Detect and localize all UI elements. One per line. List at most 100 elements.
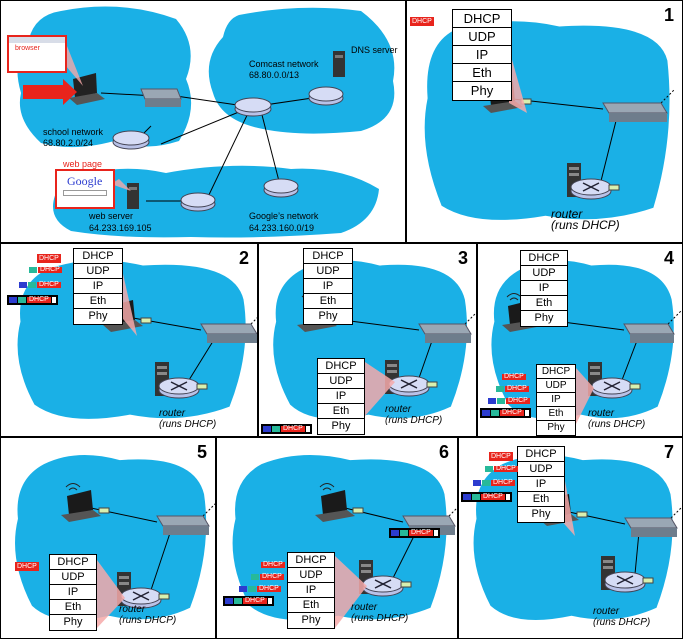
router-icon bbox=[570, 178, 612, 200]
udp-header bbox=[400, 530, 408, 536]
protocol-beam bbox=[119, 256, 137, 336]
stack-layer-udp: UDP bbox=[318, 374, 364, 389]
ip-header bbox=[239, 586, 247, 592]
dhcp-tag: DHCP bbox=[489, 452, 513, 461]
ip-header bbox=[488, 398, 496, 404]
switch-icon bbox=[623, 323, 675, 343]
protocol-beam bbox=[97, 560, 125, 628]
dhcp-payload: DHCP bbox=[481, 493, 505, 500]
switch-icon bbox=[418, 323, 472, 343]
stack-layer-ip: IP bbox=[318, 389, 364, 404]
router-label-desc: (runs DHCP) bbox=[385, 415, 443, 426]
eth-trailer bbox=[524, 410, 529, 416]
stack-layer-ip: IP bbox=[518, 477, 564, 492]
step-number: 7 bbox=[663, 442, 674, 462]
router-label-name: router bbox=[551, 207, 583, 221]
dhcp-payload: DHCP bbox=[494, 465, 518, 472]
dhcp-payload: DHCP bbox=[281, 425, 305, 432]
dhcp-payload: DHCP bbox=[27, 296, 51, 303]
dhcp-packet: DHCP bbox=[237, 584, 283, 594]
dhcp-payload: DHCP bbox=[409, 529, 433, 536]
stack-layer-dhcp: DHCP bbox=[304, 249, 352, 264]
stack-layer-dhcp: DHCP bbox=[537, 365, 575, 379]
port-icon bbox=[642, 577, 654, 584]
router-label: router(runs DHCP) bbox=[159, 408, 216, 430]
udp-header bbox=[28, 282, 36, 288]
dhcp-payload: DHCP bbox=[502, 373, 526, 380]
stack-layer-udp: UDP bbox=[288, 568, 334, 583]
comcast-network-cloud bbox=[208, 7, 395, 134]
stack-layer-dhcp: DHCP bbox=[50, 555, 96, 570]
protocol-beam bbox=[576, 368, 594, 424]
stack-layer-udp: UDP bbox=[50, 570, 96, 585]
router-label-name: router bbox=[159, 408, 186, 419]
stack-layer-phy: Phy bbox=[331, 420, 351, 432]
port-icon bbox=[426, 381, 438, 388]
ip-header bbox=[482, 410, 490, 416]
step-number: 3 bbox=[457, 248, 468, 268]
school-network-label: school network bbox=[43, 127, 104, 137]
wifi-icon bbox=[506, 293, 522, 301]
dns-server-icon bbox=[333, 51, 345, 77]
step-number: 2 bbox=[238, 248, 249, 268]
udp-header bbox=[248, 586, 256, 592]
switch-icon bbox=[624, 517, 678, 537]
ip-header bbox=[225, 598, 233, 604]
stack-layer-eth: Eth bbox=[453, 64, 511, 82]
stack-layer-dhcp: DHCP bbox=[521, 251, 567, 266]
eth-trailer bbox=[505, 494, 510, 500]
stack-layer-udp: UDP bbox=[304, 264, 352, 279]
stack-layer-ip: IP bbox=[74, 279, 122, 294]
stack-layer-dhcp: DHCP bbox=[288, 553, 334, 568]
comcast-subnet-label: 68.80.0.0/13 bbox=[249, 70, 300, 80]
eth-trailer bbox=[433, 530, 438, 536]
eth-trailer bbox=[267, 598, 272, 604]
stack-layer-dhcp: DHCP bbox=[518, 447, 564, 462]
router-icon bbox=[604, 571, 646, 593]
router-label-desc: (runs DHCP) bbox=[588, 419, 646, 430]
stack-layer-phy: Phy bbox=[63, 616, 83, 628]
ip-header bbox=[473, 480, 481, 486]
dhcp-packet: DHCP bbox=[471, 478, 517, 488]
step-number: 4 bbox=[663, 248, 674, 268]
step-number: 6 bbox=[438, 442, 449, 462]
udp-header bbox=[251, 574, 259, 580]
dhcp-payload: DHCP bbox=[38, 266, 62, 273]
port-icon bbox=[629, 383, 641, 390]
dhcp-packet: DHCP bbox=[461, 492, 512, 502]
stack-layer-udp: UDP bbox=[74, 264, 122, 279]
router-icon bbox=[263, 178, 299, 198]
router-label: router(runs DHCP) bbox=[588, 408, 645, 430]
stack-layer-udp: UDP bbox=[453, 28, 511, 46]
dhcp-packet: DHCP bbox=[17, 280, 63, 290]
dhcp-tag: DHCP bbox=[410, 17, 434, 26]
step-number: 1 bbox=[663, 5, 674, 25]
port-icon bbox=[576, 511, 588, 518]
router-label-desc: (runs DHCP) bbox=[593, 617, 651, 628]
stack-layer-eth: Eth bbox=[537, 407, 575, 421]
protocol-beam bbox=[365, 362, 395, 416]
browser-window: browser bbox=[7, 35, 67, 73]
stack-layer-eth: Eth bbox=[518, 492, 564, 507]
router-icon bbox=[388, 375, 430, 397]
dhcp-payload: DHCP bbox=[243, 597, 267, 604]
dhcp-payload: DHCP bbox=[260, 573, 284, 580]
protocol-beam bbox=[509, 49, 527, 113]
dhcp-packet: DHCP bbox=[223, 596, 274, 606]
port-icon bbox=[140, 317, 152, 324]
wifi-icon bbox=[65, 483, 81, 491]
dns-server-label: DNS server bbox=[351, 45, 398, 55]
stack-layer-phy: Phy bbox=[318, 310, 338, 322]
eth-trailer bbox=[51, 297, 56, 303]
